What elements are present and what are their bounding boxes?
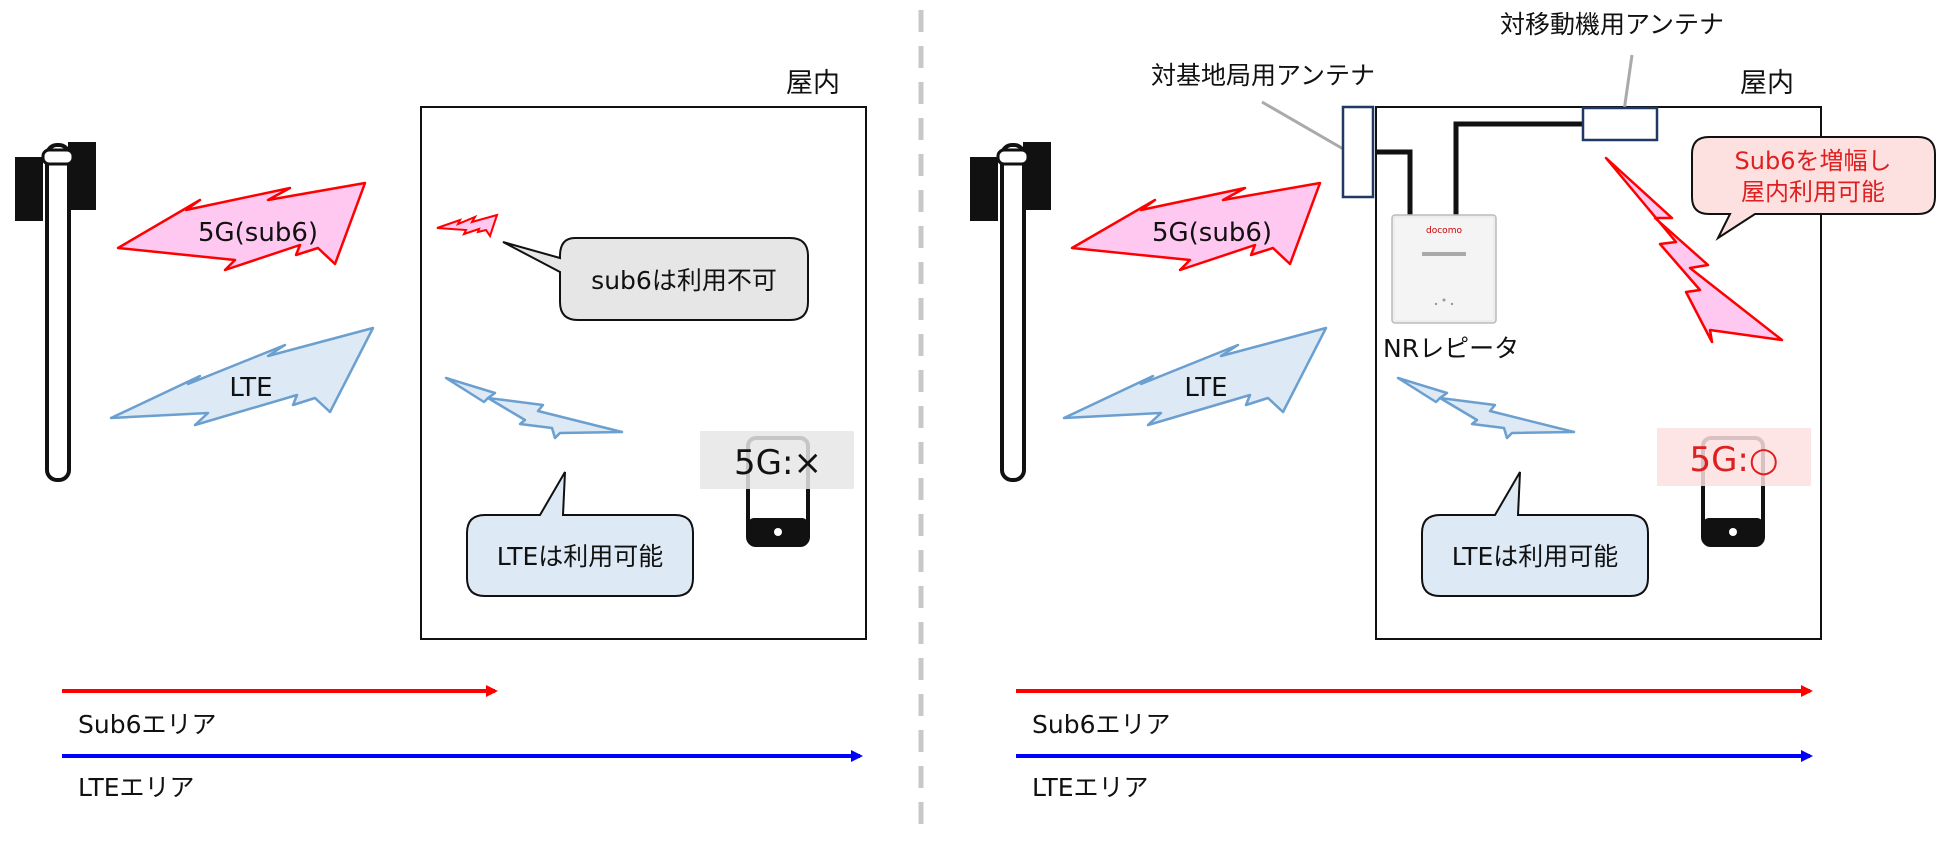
indoor-label: 屋内 <box>1740 68 1794 99</box>
weak-sub6-bolt-icon <box>436 213 499 239</box>
base-station-facing-antenna-icon <box>1341 105 1375 199</box>
phone-status-badge <box>1657 428 1811 486</box>
mobile-facing-antenna-icon <box>1581 106 1659 142</box>
callout-lte-available-text: LTEは利用可能 <box>497 542 664 571</box>
base-station-antenna-icon <box>15 142 96 482</box>
lte-area-label: LTEエリア <box>1032 773 1149 802</box>
repeater-cable-mobile <box>1453 121 1583 218</box>
callout-lte-available <box>1421 471 1649 597</box>
sub6-signal-bolt-icon <box>116 181 367 272</box>
repeater-cable-base <box>1375 149 1413 218</box>
indoor-area-box <box>420 106 867 640</box>
callout-lte-available-text: LTEは利用可能 <box>1452 542 1619 571</box>
phone-status-badge <box>700 431 854 489</box>
repeater-brand-text: docomo <box>1426 226 1462 236</box>
left-panel: 5G(sub6) LTE 屋内 sub6は利用不可 LTEは利用可能 5G:× … <box>15 68 867 802</box>
lte-signal-label: LTE <box>1184 373 1227 403</box>
nr-repeater-device-icon: docomo <box>1391 214 1497 324</box>
indoor-lte-bolt-icon <box>444 376 624 440</box>
indoor-label: 屋内 <box>786 68 840 99</box>
phone-status-text: 5G:× <box>734 443 822 483</box>
base-station-antenna-icon <box>970 142 1051 482</box>
callout-sub6-unavailable <box>502 237 809 321</box>
callout-sub6-amplified-line2: 屋内利用可能 <box>1741 178 1885 206</box>
sub6-area-label: Sub6エリア <box>1032 710 1171 739</box>
callout-sub6-amplified <box>1691 136 1936 241</box>
amplified-sub6-bolt-icon <box>1604 156 1784 344</box>
callout-sub6-amplified-line1: Sub6を増幅し <box>1735 147 1892 175</box>
base-station-antenna-leader <box>1261 100 1346 152</box>
repeater-label: NRレピータ <box>1383 334 1519 363</box>
phone-status-text: 5G:○ <box>1689 440 1778 480</box>
sub6-signal-label: 5G(sub6) <box>1152 218 1272 248</box>
callout-lte-available <box>466 471 694 597</box>
indoor-lte-bolt-icon <box>1396 376 1576 440</box>
sub6-area-label: Sub6エリア <box>78 710 217 739</box>
callout-sub6-unavailable-text: sub6は利用不可 <box>591 266 777 295</box>
lte-signal-label: LTE <box>229 373 272 403</box>
sub6-signal-bolt-icon <box>1070 181 1322 272</box>
lte-signal-bolt-icon <box>109 326 375 427</box>
lte-signal-bolt-icon <box>1062 326 1328 427</box>
mobile-antenna-label: 対移動機用アンテナ <box>1500 10 1724 39</box>
sub6-signal-label: 5G(sub6) <box>198 218 318 248</box>
base-station-antenna-label: 対基地局用アンテナ <box>1151 61 1375 90</box>
lte-area-label: LTEエリア <box>78 773 195 802</box>
right-panel: 5G(sub6) LTE 屋内 対基地局用アンテナ 対移動機用アンテナ doco… <box>970 10 1936 802</box>
